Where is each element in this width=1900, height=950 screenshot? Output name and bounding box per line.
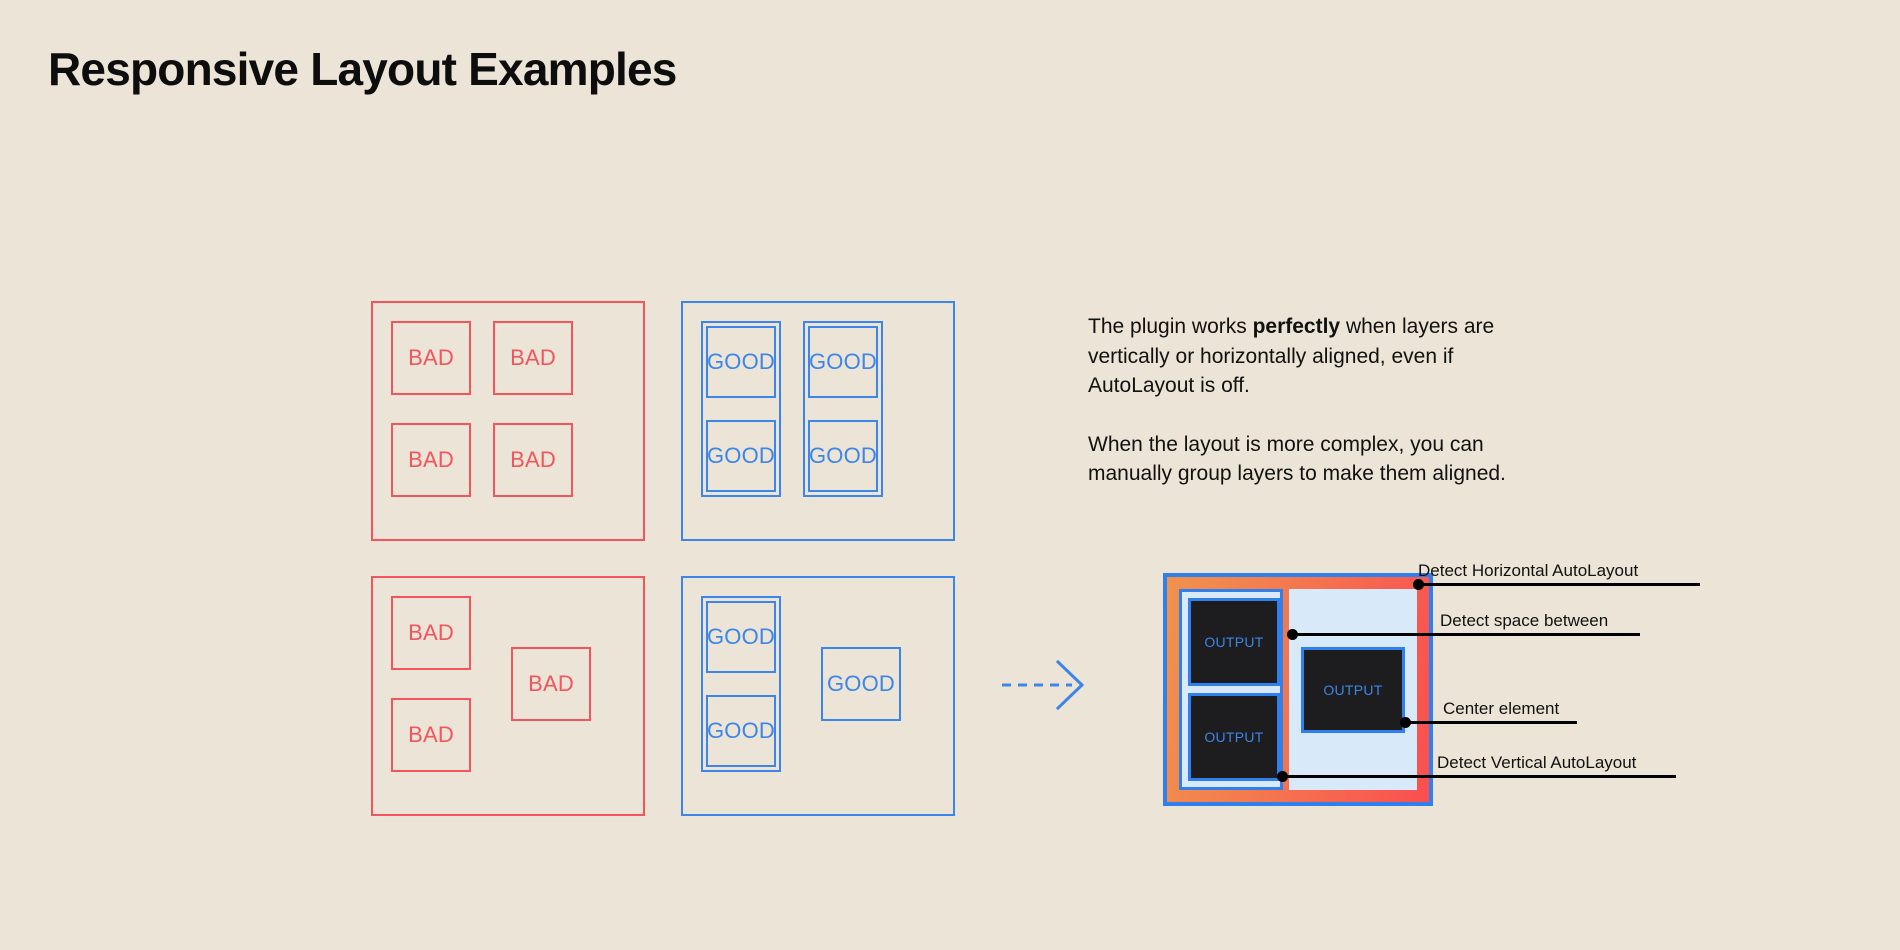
good-box: GOOD (706, 601, 776, 673)
example-group-grid-bad: BAD BAD BAD BAD (371, 301, 645, 541)
example-group-grid-good: GOOD GOOD GOOD GOOD (681, 301, 955, 541)
output-box: OUTPUT (1188, 598, 1280, 686)
bad-box: BAD (391, 596, 471, 670)
paragraph-2: When the layout is more complex, you can… (1088, 432, 1506, 486)
annotation-leader-line (1400, 717, 1577, 728)
annotation-detect-space-between: Detect space between (1287, 602, 1640, 640)
paragraph-1-emphasis: perfectly (1252, 315, 1341, 338)
paragraph-1: The plugin works perfectly when layers a… (1088, 312, 1540, 401)
page-title: Responsive Layout Examples (48, 43, 677, 95)
good-box: GOOD (821, 647, 901, 721)
good-box: GOOD (808, 326, 878, 398)
annotation-label: Detect Vertical AutoLayout (1437, 753, 1637, 772)
good-group-wrapper: GOOD GOOD (701, 596, 781, 772)
annotation-endpoint-dot (1413, 579, 1424, 590)
annotation-detect-horizontal-autolayout: Detect Horizontal AutoLayout (1413, 552, 1700, 590)
good-box: GOOD (706, 420, 776, 492)
annotation-detect-vertical-autolayout: Detect Vertical AutoLayout (1277, 744, 1676, 782)
bad-box: BAD (493, 321, 573, 395)
paragraph-1-lead: The plugin works (1088, 315, 1253, 338)
bad-box: BAD (493, 423, 573, 497)
annotation-endpoint-dot (1287, 629, 1298, 640)
good-box: GOOD (706, 326, 776, 398)
bad-box: BAD (511, 647, 591, 721)
annotation-endpoint-dot (1277, 771, 1288, 782)
good-box: GOOD (808, 420, 878, 492)
bad-box: BAD (391, 698, 471, 772)
paragraph-1-tail: when layers are vertically or horizontal… (1088, 315, 1495, 397)
annotation-label: Detect space between (1440, 611, 1609, 630)
annotation-label: Detect Horizontal AutoLayout (1418, 561, 1639, 580)
good-group-wrapper: GOOD GOOD (701, 321, 781, 497)
output-box: OUTPUT (1301, 646, 1405, 733)
annotation-endpoint-dot (1400, 717, 1411, 728)
bad-box: BAD (391, 423, 471, 497)
bad-box: BAD (391, 321, 471, 395)
annotation-leader-line (1413, 579, 1700, 590)
output-box: OUTPUT (1188, 693, 1280, 781)
annotation-leader-line (1277, 771, 1676, 782)
example-group-complex-good: GOOD GOOD GOOD (681, 576, 955, 816)
good-group-wrapper: GOOD GOOD (803, 321, 883, 497)
vertical-stack-group: OUTPUT OUTPUT (1179, 589, 1283, 790)
annotation-center-element: Center element (1400, 690, 1577, 728)
example-group-complex-bad: BAD BAD BAD (371, 576, 645, 816)
dashed-arrow-right-icon (1000, 659, 1090, 711)
annotation-leader-line (1287, 629, 1640, 640)
description-text: The plugin works perfectly when layers a… (1088, 312, 1540, 489)
result-preview-panel: OUTPUT OUTPUT OUTPUT (1163, 573, 1433, 806)
centered-element-group: OUTPUT (1289, 589, 1417, 790)
annotation-label: Center element (1443, 699, 1560, 718)
good-box: GOOD (706, 695, 776, 767)
